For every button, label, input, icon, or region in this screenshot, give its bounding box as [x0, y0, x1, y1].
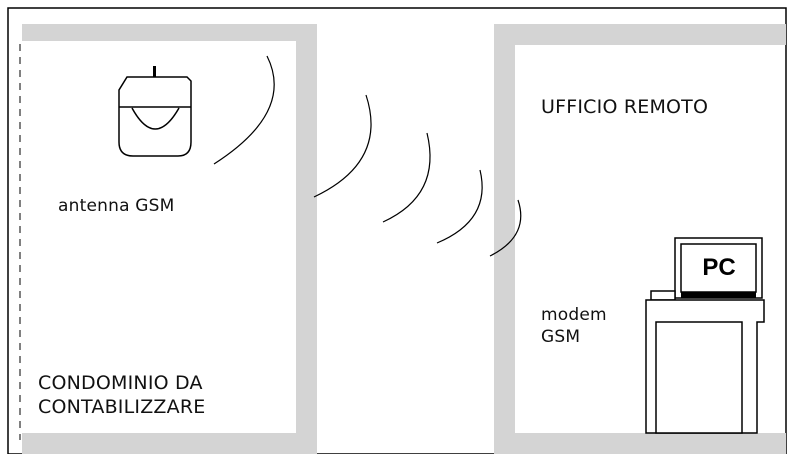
left-building-walls [22, 24, 317, 454]
remote-office-label: UFFICIO REMOTO [541, 96, 709, 118]
outer-frame [7, 7, 787, 454]
remote-office-walls [494, 24, 786, 454]
wave-arc-5 [489, 199, 522, 257]
modem-label-line2: GSM [541, 327, 581, 347]
modem-label-line1: modem [541, 305, 607, 325]
wave-arc-1 [213, 55, 275, 165]
wave-arc-2 [313, 94, 372, 198]
remote-office-left-wall [494, 24, 515, 454]
remote-office-top-wall [494, 24, 786, 45]
modem-icon [650, 290, 676, 301]
remote-office-bottom-wall [494, 433, 786, 454]
monitor-base [681, 292, 756, 298]
desk [645, 299, 765, 434]
left-building-bottom-wall [22, 433, 317, 454]
gsm-antenna-icon [118, 66, 192, 157]
left-building-top-wall [22, 24, 317, 41]
pc-label: PC [702, 254, 736, 281]
wave-arc-3 [382, 132, 431, 223]
antenna-label: antenna GSM [58, 196, 175, 216]
radio-wave-arcs [213, 55, 522, 257]
desk-door [655, 321, 743, 434]
computer-monitor-icon [674, 237, 763, 299]
left-building-right-wall [296, 24, 317, 454]
building-label-line2: CONTABILIZZARE [38, 396, 206, 418]
wave-arc-4 [436, 169, 483, 244]
building-label-line1: CONDOMINIO DA [38, 372, 203, 394]
